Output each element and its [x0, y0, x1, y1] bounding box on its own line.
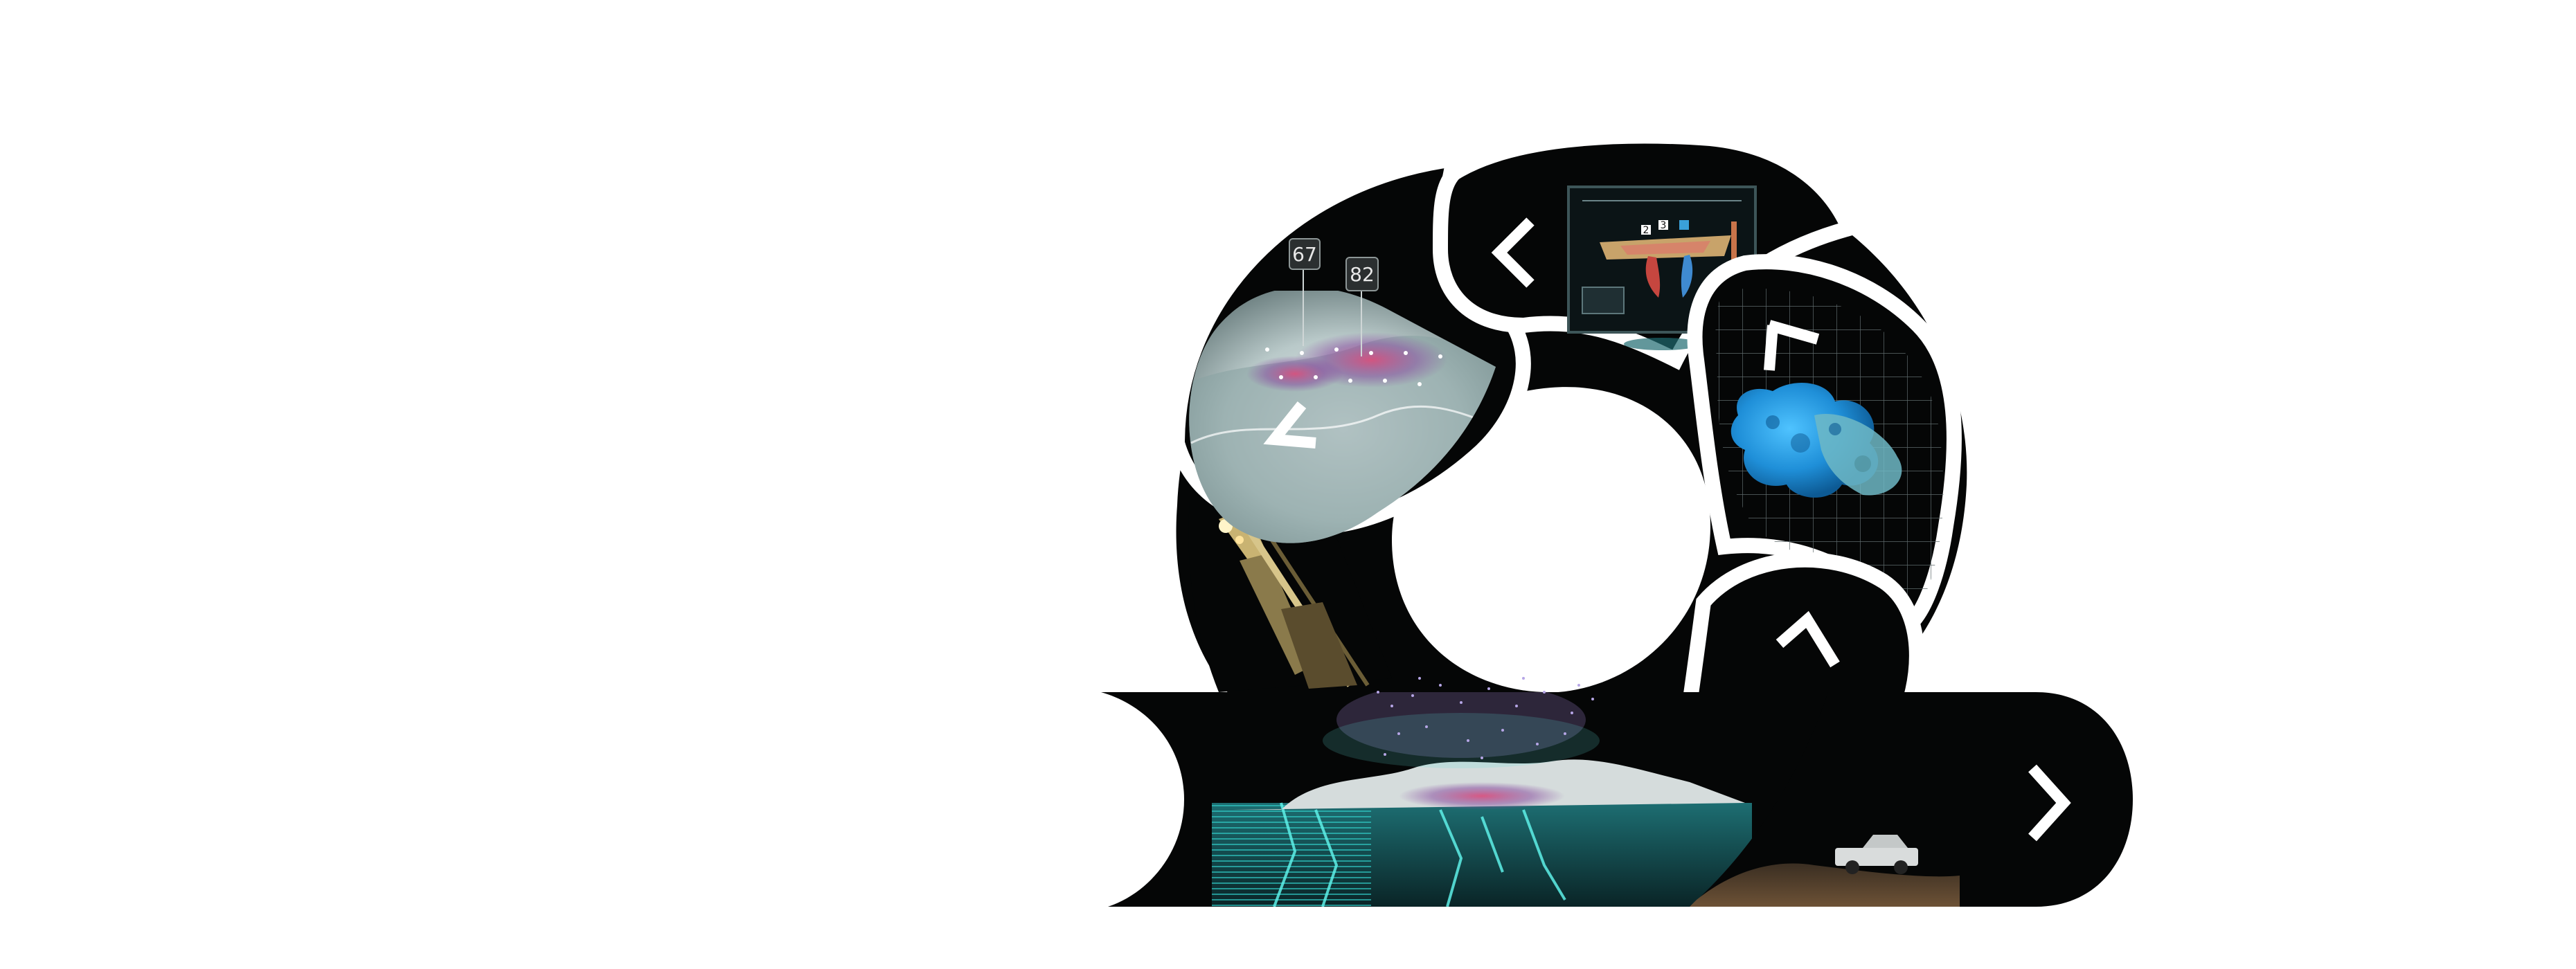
arrow-right-icon[interactable]: [2028, 764, 2071, 842]
tag-67-label: 67: [1292, 243, 1317, 266]
subsurface-cloud-model: [1212, 692, 1752, 907]
point-cloud: [1323, 692, 1600, 768]
tag-67: 67: [1289, 238, 1321, 346]
arrow-left-icon[interactable]: [1491, 217, 1535, 288]
point-cloud-dots: [1377, 677, 1594, 759]
arrow-up-left-icon[interactable]: [1263, 401, 1316, 449]
survey-grid-points: [1265, 347, 1442, 386]
arrow-up-left-icon-2[interactable]: [1764, 320, 1820, 371]
field-scene: [1690, 835, 1960, 907]
arrow-up-icon[interactable]: [1776, 610, 1840, 668]
tag-82-label: 82: [1350, 263, 1375, 286]
tag-82: 82: [1345, 257, 1379, 356]
field-vehicle-panel[interactable]: [1690, 692, 2133, 907]
subsurface-band[interactable]: [1101, 677, 1828, 907]
hud-label-2: 2: [1643, 225, 1649, 236]
ore-body-model: [1730, 383, 1902, 498]
hud-label-3: 3: [1661, 220, 1667, 231]
pickup-truck: [1835, 835, 1918, 874]
